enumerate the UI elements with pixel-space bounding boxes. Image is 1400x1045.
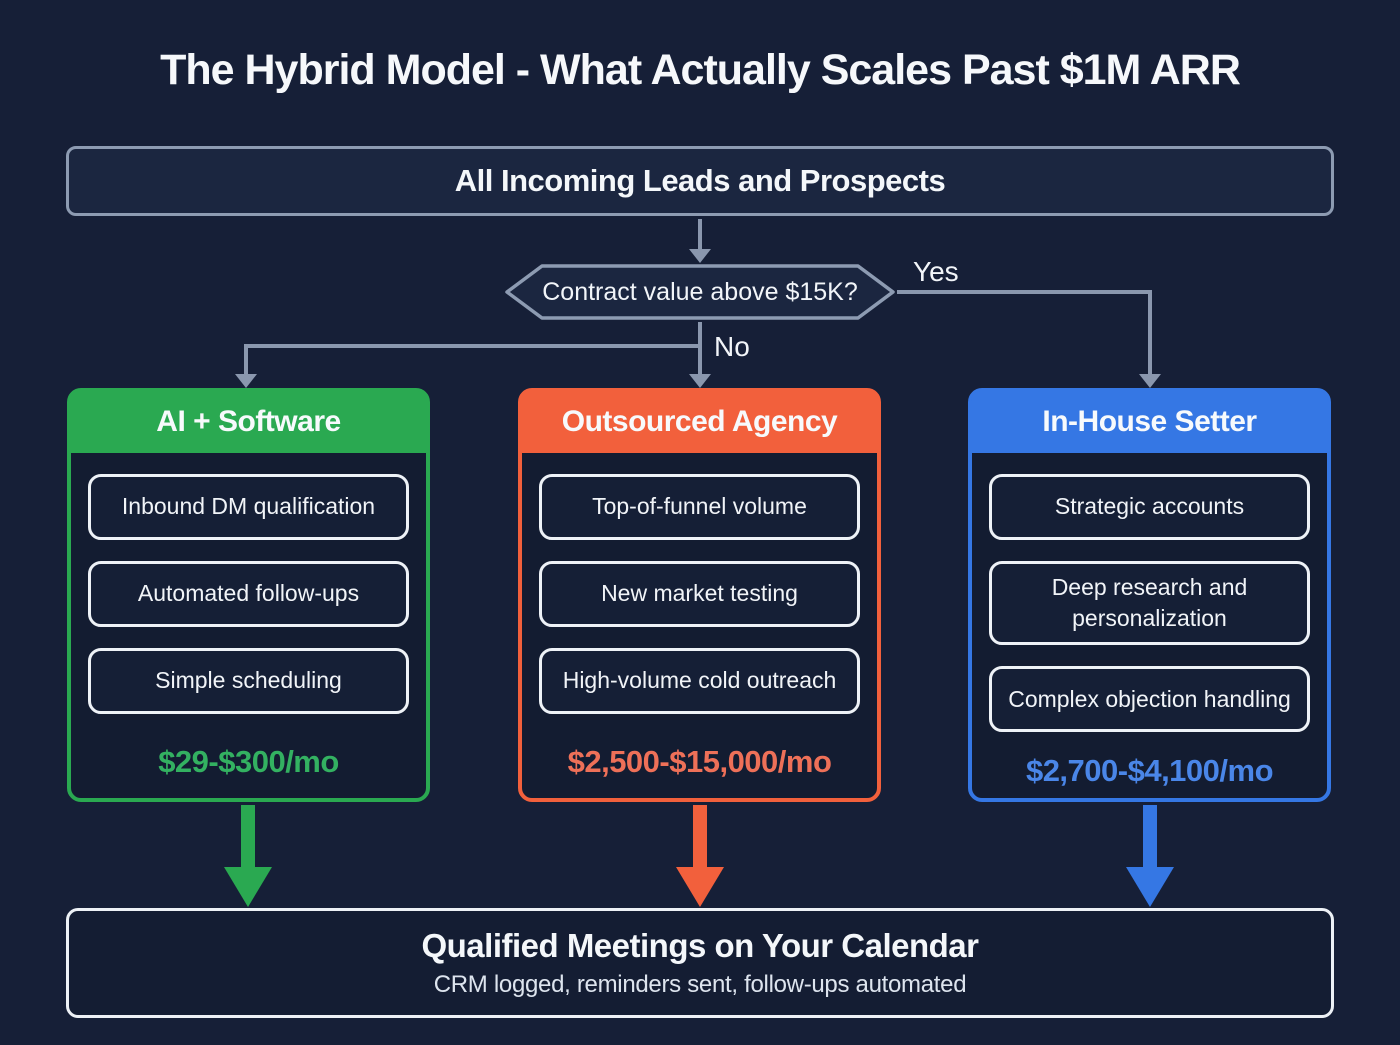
column-outsourced-agency: Outsourced Agency Top-of-funnel volume N… bbox=[518, 388, 881, 802]
price-label: $29-$300/mo bbox=[158, 744, 339, 779]
page-title: The Hybrid Model - What Actually Scales … bbox=[160, 46, 1241, 94]
feature-item: Strategic accounts bbox=[989, 474, 1310, 540]
column-ai-software: AI + Software Inbound DM qualification A… bbox=[67, 388, 430, 802]
feature-item-label: Top-of-funnel volume bbox=[592, 493, 807, 520]
price-label: $2,700-$4,100/mo bbox=[1025, 753, 1274, 789]
node-all-incoming-leads-label: All Incoming Leads and Prospects bbox=[454, 163, 946, 198]
node-qualified-meetings-subtitle: CRM logged, reminders sent, follow-ups a… bbox=[433, 971, 967, 998]
feature-item-label: Deep research and personalization bbox=[1051, 574, 1248, 632]
feature-item-label: Inbound DM qualification bbox=[121, 493, 376, 520]
node-all-incoming-leads: All Incoming Leads and Prospects bbox=[66, 146, 1334, 216]
arrowhead-down-icon bbox=[1139, 374, 1161, 388]
decision-node-contract-value: Contract value above $15K? bbox=[503, 262, 897, 322]
arrowhead-down-icon bbox=[689, 249, 711, 263]
result-arrow-green-icon bbox=[224, 805, 272, 907]
decision-label: Contract value above $15K? bbox=[542, 277, 858, 306]
column-header-ai-software: AI + Software bbox=[70, 391, 427, 453]
column-title: Outsourced Agency bbox=[561, 405, 838, 438]
connector-left-vertical bbox=[244, 344, 248, 376]
connector-yes-horizontal bbox=[897, 290, 1152, 294]
feature-item: High-volume cold outreach bbox=[539, 648, 860, 714]
connector-top-to-decision bbox=[698, 219, 702, 250]
branch-label-yes: Yes bbox=[913, 256, 959, 287]
column-header-outsourced-agency: Outsourced Agency bbox=[521, 391, 878, 453]
node-qualified-meetings-title: Qualified Meetings on Your Calendar bbox=[421, 927, 979, 964]
node-qualified-meetings: Qualified Meetings on Your Calendar CRM … bbox=[66, 908, 1334, 1018]
feature-item-label: Complex objection handling bbox=[1008, 685, 1291, 712]
column-body: Strategic accounts Deep research and per… bbox=[972, 453, 1327, 807]
column-body: Top-of-funnel volume New market testing … bbox=[522, 453, 877, 798]
connector-no-vertical bbox=[698, 322, 702, 376]
feature-item: New market testing bbox=[539, 561, 860, 627]
result-arrow-orange-icon bbox=[676, 805, 724, 907]
feature-item: Top-of-funnel volume bbox=[539, 474, 860, 540]
column-header-in-house-setter: In-House Setter bbox=[971, 391, 1328, 453]
feature-item-label: High-volume cold outreach bbox=[562, 667, 837, 694]
feature-item: Simple scheduling bbox=[88, 648, 409, 714]
branch-label-no: No bbox=[714, 331, 750, 362]
feature-item: Automated follow-ups bbox=[88, 561, 409, 627]
connector-left-horizontal bbox=[244, 344, 702, 348]
hexagon-shape-icon bbox=[505, 264, 895, 320]
feature-item-label: Automated follow-ups bbox=[137, 580, 360, 607]
feature-item: Inbound DM qualification bbox=[88, 474, 409, 540]
result-arrow-blue-icon bbox=[1126, 805, 1174, 907]
column-title: AI + Software bbox=[156, 405, 341, 438]
column-in-house-setter: In-House Setter Strategic accounts Deep … bbox=[968, 388, 1331, 802]
feature-item: Complex objection handling bbox=[989, 666, 1310, 733]
connector-yes-vertical bbox=[1148, 290, 1152, 376]
column-title: In-House Setter bbox=[1042, 405, 1257, 438]
feature-item-label: Simple scheduling bbox=[155, 667, 342, 694]
arrowhead-down-icon bbox=[235, 374, 257, 388]
column-body: Inbound DM qualification Automated follo… bbox=[71, 453, 426, 798]
feature-item-label: Strategic accounts bbox=[1054, 493, 1245, 520]
arrowhead-down-icon bbox=[689, 374, 711, 388]
feature-item: Deep research and personalization bbox=[989, 561, 1310, 646]
feature-item-label: New market testing bbox=[601, 580, 798, 607]
price-label: $2,500-$15,000/mo bbox=[567, 744, 832, 779]
